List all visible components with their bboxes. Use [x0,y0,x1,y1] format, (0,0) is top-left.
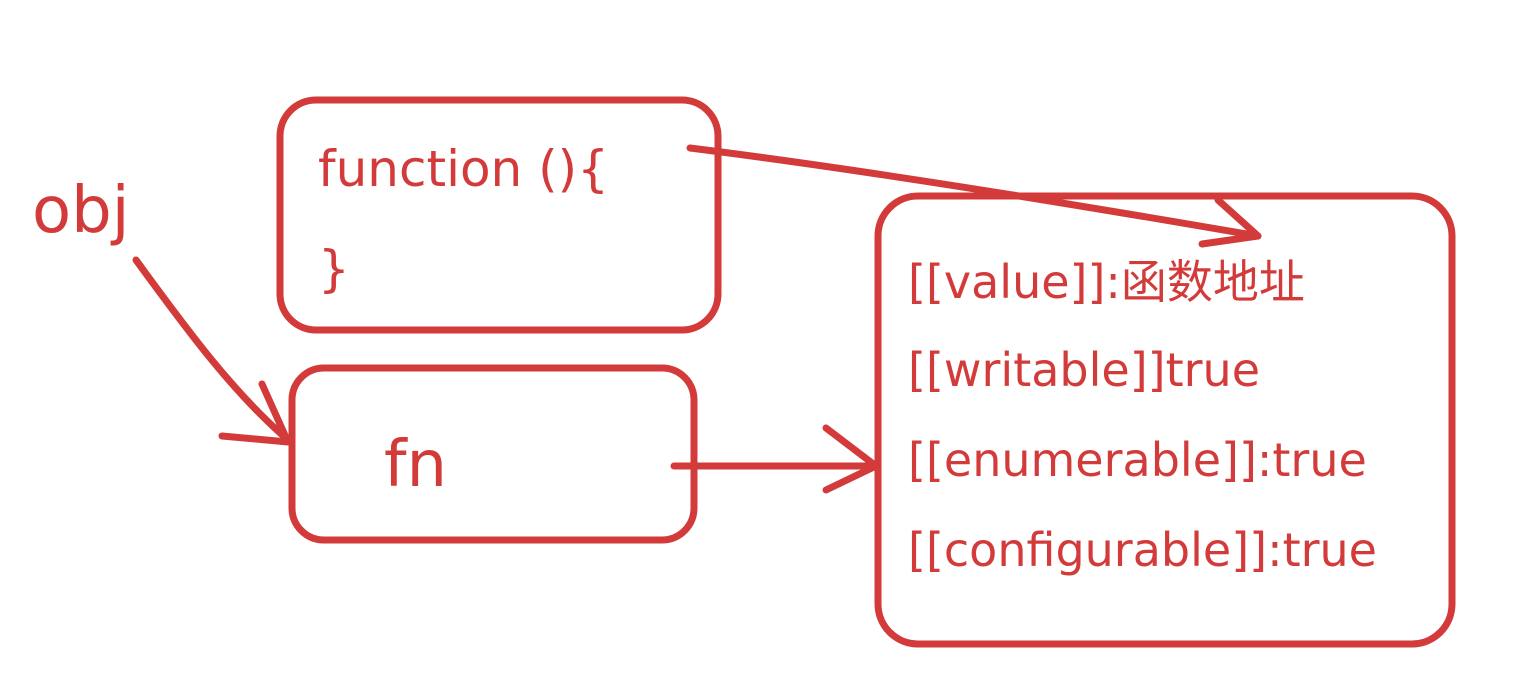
obj-label: obj [32,174,130,248]
descriptor-line-writable: [[writable]]true [908,343,1260,397]
obj-to-fn-arrow [132,256,292,446]
fn-label: fn [384,428,447,502]
descriptor-line-enumerable: [[enumerable]]:true [908,433,1367,487]
descriptor-line-configurable: [[configurable]]:true [908,523,1377,577]
function-box: function (){ } [276,96,722,334]
fn-box: fn [288,364,698,544]
descriptor-box: [[value]]:函数地址 [[writable]]true [[enumer… [874,192,1456,648]
fn-box-border [288,364,698,544]
descriptor-line-value: [[value]]:函数地址 [908,255,1305,309]
fn-to-descriptor-arrow [670,424,880,494]
function-box-border [276,96,722,334]
function-to-value-arrow [686,144,1262,248]
function-box-line-2: } [318,240,350,298]
descriptor-box-border [874,192,1456,648]
function-box-line-1: function (){ [318,140,609,198]
